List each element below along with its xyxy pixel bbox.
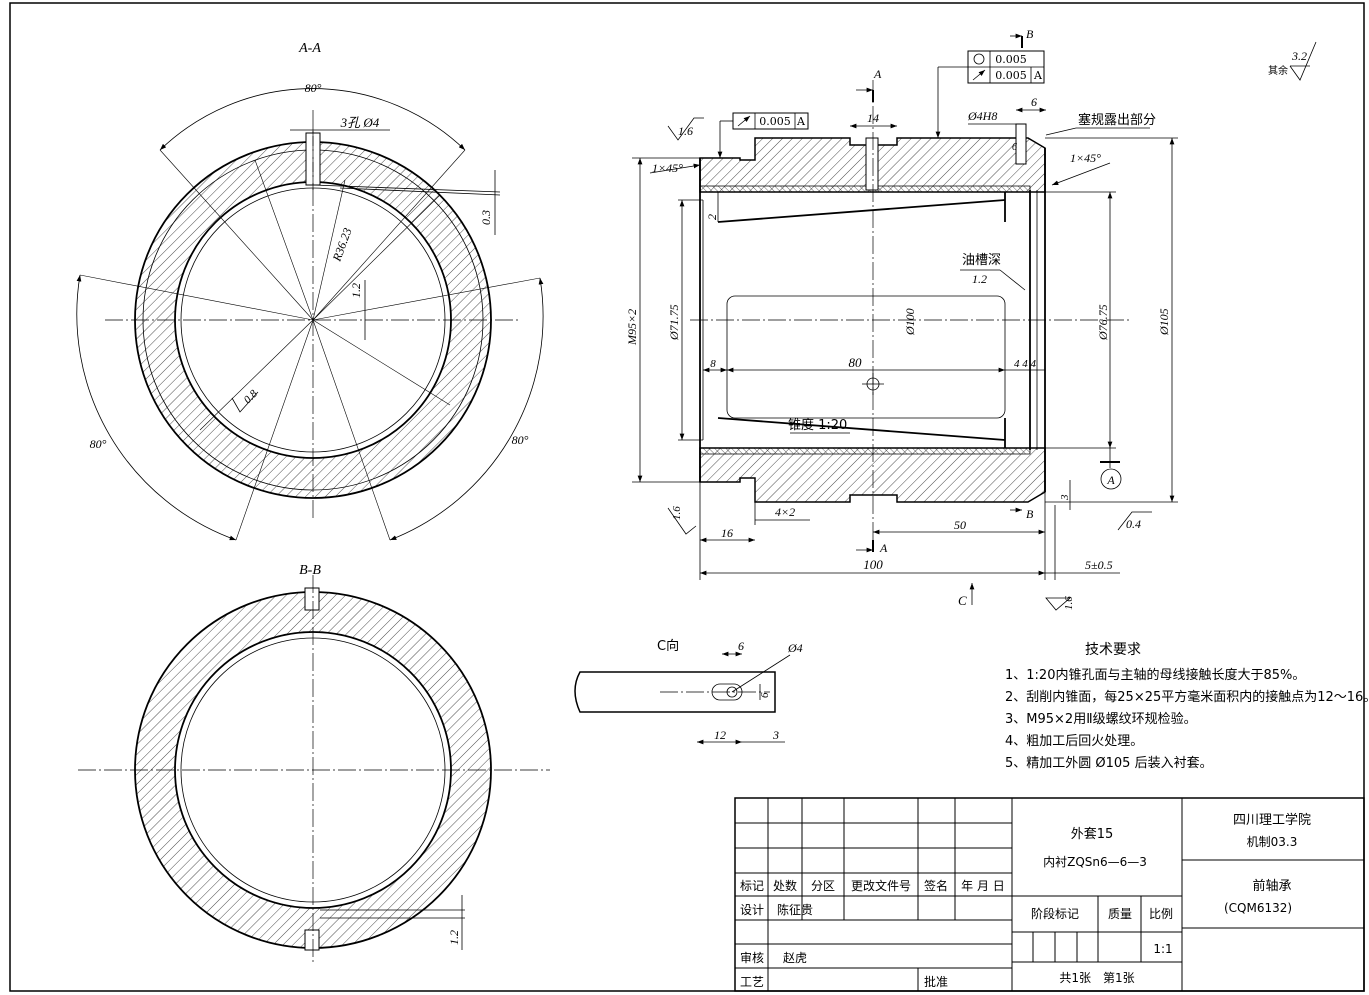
dim-80: 80 — [849, 355, 863, 370]
dim-7175: Ø71.75 — [667, 304, 681, 341]
c-dim-4: Ø4 — [787, 641, 803, 655]
plug-gauge-note: 塞规露出部分 — [1078, 112, 1156, 128]
aa-angle-right: 80° — [512, 433, 529, 447]
tb-h-date: 年 月 日 — [961, 879, 1005, 893]
sheet-border — [9, 2, 1365, 992]
tb-class: 机制03.3 — [1247, 835, 1298, 849]
aa-dim-12: 1.2 — [349, 283, 363, 298]
dim-100: Ø100 — [903, 308, 917, 336]
datum-a: A — [1106, 473, 1115, 487]
tb-h-mark: 标记 — [740, 879, 764, 893]
dim-4h8: Ø4H8 — [967, 109, 997, 123]
dim-6v: 6 — [1012, 142, 1017, 153]
surface-roughness-other: 其余 3.2 — [1268, 41, 1317, 81]
tb-material-2: 内衬ZQSn6—6—3 — [1043, 855, 1147, 869]
tb-stage: 阶段标记 — [1031, 906, 1079, 921]
tb-material-1: 外套15 — [1071, 826, 1114, 842]
tb-sheets: 共1张 第1张 — [1059, 971, 1134, 985]
gtol2a-value: 0.005 — [995, 53, 1027, 66]
aa-rough-08: 0.8 — [242, 388, 261, 407]
view-c-arrow: C — [958, 593, 967, 608]
chamfer-right: 1×45° — [1070, 151, 1101, 165]
bb-dim-12: 1.2 — [447, 930, 461, 945]
sec-a-top: A — [873, 67, 882, 81]
section-aa-view: A-A 80° 80° 80° — [76, 41, 544, 541]
tb-designer: 陈征贵 — [777, 902, 813, 917]
surface-other-value: 3.2 — [1291, 49, 1307, 63]
tb-h-sign: 签名 — [924, 878, 948, 893]
gtol1-value: 0.005 — [759, 115, 791, 128]
aa-dim-03: 0.3 — [479, 210, 493, 225]
dim-4x2: 4×2 — [775, 505, 795, 519]
tech-req-item: 2、刮削内锥面，每25×25平方毫米面积内的接触点为12～16。 — [1005, 689, 1369, 705]
tb-process: 工艺 — [740, 975, 764, 989]
c-dim-6a: 6 — [738, 639, 744, 653]
taper-note: 锥度 1:20 — [788, 417, 847, 433]
gtol1-ref: A — [796, 115, 806, 128]
rough-16-b: 1.6 — [671, 506, 683, 520]
c-dim-12: 12 — [714, 728, 726, 742]
tb-design: 设计 — [740, 903, 764, 917]
tb-part-name: 前轴承 — [1252, 878, 1291, 894]
dim-105: Ø105 — [1157, 308, 1171, 336]
tech-requirements: 技术要求 1、1:20内锥孔面与主轴的母线接触长度大于85%。 2、刮削内锥面，… — [1005, 642, 1369, 771]
rough-04: 0.4 — [1126, 517, 1141, 531]
section-aa-label: A-A — [298, 41, 321, 56]
rough-16-c: 1.6 — [1063, 596, 1075, 610]
tb-mass: 质量 — [1108, 907, 1132, 921]
tb-school: 四川理工学院 — [1233, 812, 1311, 828]
tech-req-item: 1、1:20内锥孔面与主轴的母线接触长度大于85%。 — [1005, 667, 1305, 683]
sec-a-bottom: A — [879, 541, 888, 555]
surface-other-label: 其余 — [1268, 64, 1288, 77]
dim-50: 50 — [954, 518, 966, 532]
tb-h-doc: 更改文件号 — [851, 878, 911, 893]
gtol2b-value: 0.005 — [995, 69, 1027, 82]
dim-6: 6 — [1031, 95, 1037, 109]
tech-req-item: 4、粗加工后回火处理。 — [1005, 734, 1143, 749]
dim-444: 4 4 4 — [1014, 358, 1037, 370]
tb-h-count: 处数 — [773, 878, 797, 893]
c-dim-6b: 6 — [759, 692, 771, 698]
gtol2b-ref: A — [1033, 69, 1043, 82]
main-section-view: A A B B 0.005 A 0.005 0.005 A 1.6 — [625, 27, 1178, 611]
sec-b-top: B — [1026, 27, 1034, 41]
tb-reviewer: 赵虎 — [783, 951, 807, 965]
dim-100-length: 100 — [863, 557, 883, 572]
view-c: C向 6 Ø4 6 12 3 — [574, 638, 803, 745]
dim-8: 8 — [710, 358, 716, 370]
aa-angle-top: 80° — [305, 81, 322, 95]
dim-m95: M95×2 — [625, 309, 639, 346]
tech-req-item: 3、M95×2用Ⅱ级螺纹环规检验。 — [1005, 711, 1197, 727]
dim-7675: Ø76.75 — [1096, 304, 1110, 341]
dim-2: 2 — [705, 214, 719, 220]
tb-part-code: (CQM6132) — [1224, 901, 1292, 915]
dim-14: 14 — [867, 111, 879, 125]
sec-b-bottom: B — [1026, 507, 1034, 521]
tb-h-zone: 分区 — [811, 879, 835, 893]
tb-scale: 比例 — [1149, 907, 1173, 921]
tb-scale-value: 1:1 — [1153, 942, 1172, 956]
tb-review: 审核 — [740, 950, 764, 965]
rough-16-a: 1.6 — [678, 124, 693, 138]
view-c-label: C向 — [657, 638, 679, 654]
section-bb-view: B-B 1.2 — [78, 563, 550, 965]
chamfer-left: 1×45° — [652, 161, 683, 175]
oil-groove-value: 1.2 — [972, 272, 987, 286]
dim-16: 16 — [721, 526, 733, 540]
section-bb-label: B-B — [299, 563, 321, 578]
title-block: 标记 处数 分区 更改文件号 签名 年 月 日 设计 陈征贵 审核 赵虎 工艺 … — [734, 797, 1365, 992]
dim-5: 5±0.5 — [1085, 558, 1113, 572]
aa-angle-left: 80° — [90, 437, 107, 451]
tech-req-title: 技术要求 — [1085, 642, 1141, 658]
c-dim-3: 3 — [772, 728, 779, 742]
aa-holes-label: 3孔 Ø4 — [340, 115, 380, 130]
oil-groove-label: 油槽深 — [962, 253, 1001, 268]
tech-req-item: 5、精加工外圆 Ø105 后装入衬套。 — [1005, 755, 1213, 771]
dim-3: 3 — [1059, 494, 1071, 501]
tb-approve: 批准 — [924, 974, 948, 989]
